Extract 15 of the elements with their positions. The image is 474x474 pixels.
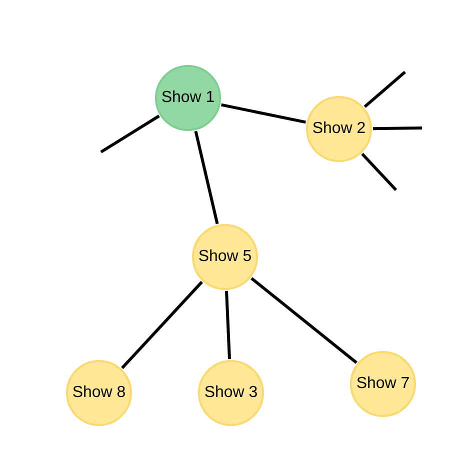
node-label: Show 1 — [161, 88, 215, 108]
node-label: Show 3 — [204, 383, 258, 403]
connector-line — [100, 114, 160, 154]
connector-line — [361, 152, 398, 192]
connector-line — [372, 126, 422, 130]
connector-line — [250, 277, 358, 364]
node-label: Show 7 — [356, 374, 410, 394]
connector-line — [221, 103, 306, 124]
node-label: Show 2 — [312, 119, 366, 139]
connector-line — [225, 290, 231, 360]
connector-line — [121, 280, 203, 370]
connector-line — [194, 130, 219, 224]
node-label: Show 8 — [72, 383, 126, 403]
node-label: Show 5 — [198, 247, 252, 267]
connector-line — [364, 70, 406, 108]
